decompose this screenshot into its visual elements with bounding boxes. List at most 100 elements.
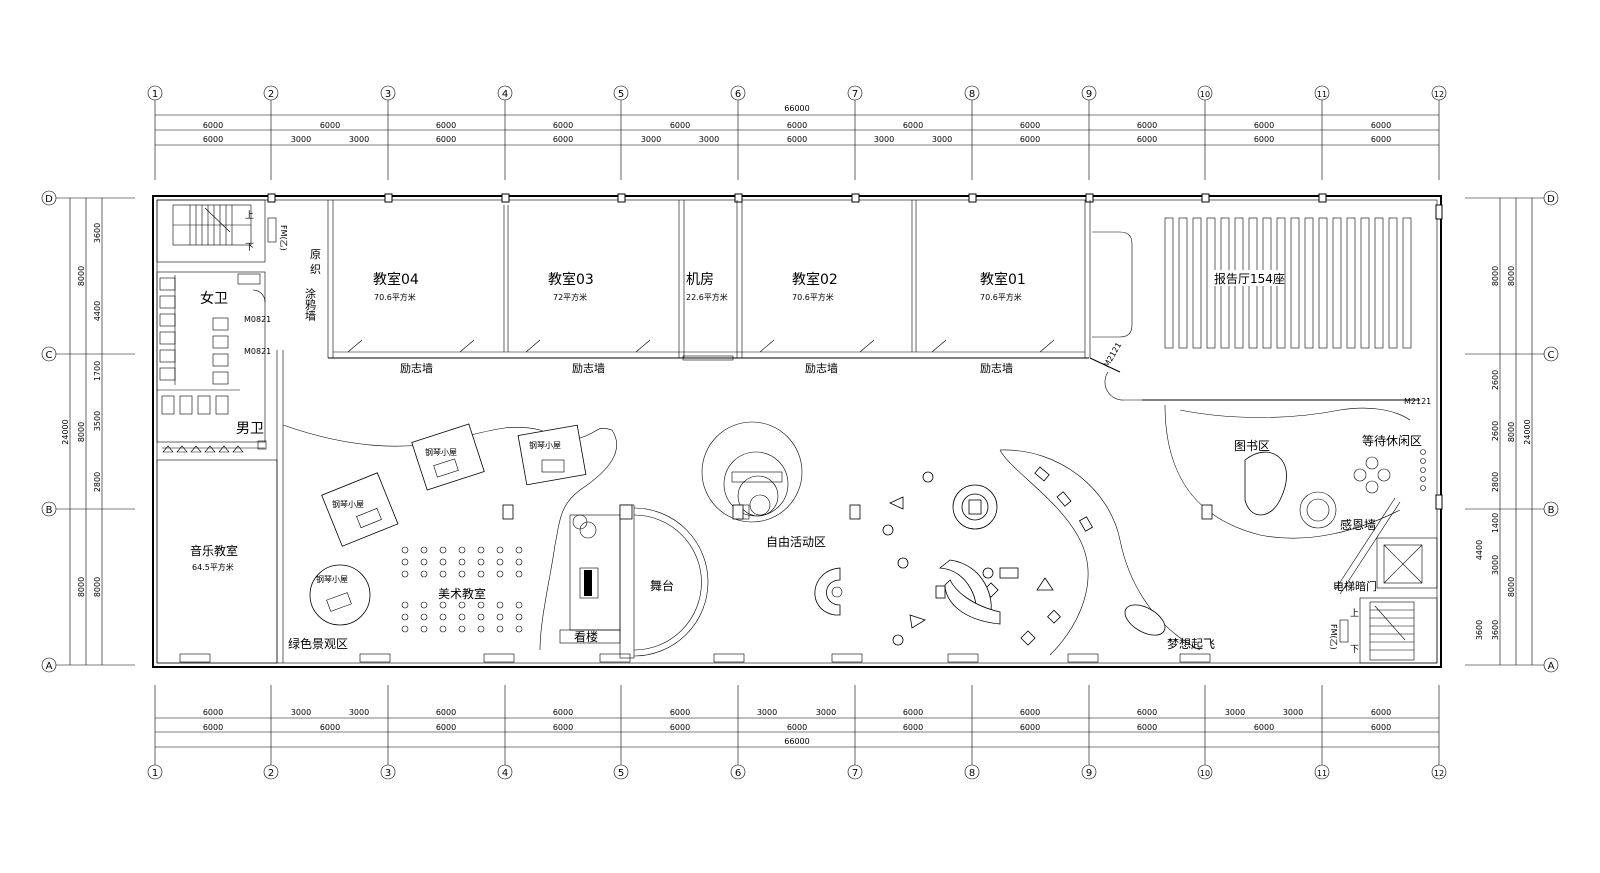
svg-text:D: D: [1547, 194, 1555, 205]
dim-left-total: 24000: [61, 419, 70, 444]
svg-text:C: C: [1548, 350, 1555, 361]
svg-text:4: 4: [502, 89, 508, 100]
right-axis-markers: D C B A: [1543, 190, 1559, 673]
svg-text:3000: 3000: [1283, 708, 1303, 717]
free-activity-label: 自由活动区: [766, 535, 826, 549]
svg-text:9: 9: [1086, 89, 1092, 100]
svg-text:3000: 3000: [1225, 708, 1245, 717]
svg-text:FM(乙): FM(乙): [1329, 624, 1338, 650]
svg-text:钢琴小屋: 钢琴小屋: [425, 447, 457, 457]
svg-text:M0821: M0821: [244, 347, 271, 356]
play-shapes: [502, 471, 1213, 646]
svg-text:6000: 6000: [553, 135, 573, 144]
svg-text:2800: 2800: [1491, 472, 1500, 492]
axis-marker-B: B: [41, 501, 57, 517]
svg-text:7: 7: [852, 768, 858, 779]
svg-text:6000: 6000: [203, 723, 223, 732]
svg-text:A: A: [46, 661, 53, 672]
dream-fly-label: 梦想起飞: [1167, 636, 1215, 651]
svg-text:6: 6: [735, 89, 741, 100]
axis-marker-2: 2: [263, 85, 279, 101]
svg-text:原: 原: [310, 248, 321, 261]
svg-text:1: 1: [152, 768, 158, 779]
round-pavilion: [701, 421, 803, 523]
axis-lines: [56, 100, 1544, 765]
svg-text:3: 3: [385, 768, 391, 779]
bottom-axis-markers: 1 2 3 4 5 6 7 8 9 10 11 12: [147, 764, 1447, 780]
axis-marker-5: 5: [613, 85, 629, 101]
svg-text:3600: 3600: [1475, 620, 1484, 640]
svg-text:6000: 6000: [1371, 135, 1391, 144]
svg-text:4400: 4400: [1475, 540, 1484, 560]
svg-text:A: A: [1548, 661, 1555, 672]
svg-text:2: 2: [268, 768, 274, 779]
svg-text:6000: 6000: [320, 723, 340, 732]
svg-text:3000: 3000: [699, 135, 719, 144]
svg-text:8000: 8000: [77, 266, 86, 286]
svg-text:70.6平方米: 70.6平方米: [374, 292, 416, 302]
library-area: 图书区 等待休闲区 感恩墙: [1164, 404, 1426, 595]
axis-marker-11: 11: [1314, 764, 1330, 780]
top-axis-markers: 1 2 3 4 5 6 7 8 9 10 11 12: [147, 85, 1447, 101]
svg-text:2800: 2800: [93, 472, 102, 492]
axis-marker-7: 7: [847, 85, 863, 101]
svg-text:2600: 2600: [1491, 421, 1500, 441]
svg-text:6000: 6000: [1020, 121, 1040, 130]
svg-text:6000: 6000: [670, 723, 690, 732]
male-toilet: 男卫: [157, 389, 267, 453]
axis-marker-A: A: [1543, 657, 1559, 673]
auditorium: 报告厅154座 M2121 M2121: [1092, 217, 1431, 406]
svg-text:6000: 6000: [436, 121, 456, 130]
svg-text:3000: 3000: [1491, 555, 1500, 575]
bottom-windows: [179, 653, 1211, 663]
right-dimensions: 24000 8000 8000 8000 8000 2600 2600 2800…: [1475, 198, 1533, 665]
classroom-block: 教室04 70.6平方米 教室03 72平方米 机房 22.6平方米 教室02 …: [304, 200, 1121, 375]
svg-text:3000: 3000: [291, 708, 311, 717]
svg-text:6000: 6000: [787, 723, 807, 732]
svg-text:6000: 6000: [1020, 708, 1040, 717]
top-dimensions: 66000 6000 6000 6000 6000 6000 6000 6000…: [155, 104, 1439, 146]
svg-text:8000: 8000: [1491, 266, 1500, 286]
svg-text:钢琴小屋: 钢琴小屋: [332, 499, 364, 509]
axis-marker-4: 4: [497, 85, 513, 101]
svg-text:6000: 6000: [1137, 135, 1157, 144]
machine-room-label: 机房: [686, 272, 714, 288]
left-dimensions: 24000 8000 8000 8000 3600 4400 1700 3500…: [61, 198, 103, 665]
elevator-label: 电梯暗门: [1333, 579, 1377, 593]
stage: 舞台: [619, 504, 709, 659]
svg-text:8000: 8000: [1507, 422, 1516, 442]
axis-marker-3: 3: [380, 85, 396, 101]
left-axis-markers: D C B A: [41, 190, 57, 673]
elevator-and-stair: 电梯暗门 上 下 FM(乙): [1329, 537, 1438, 664]
svg-text:上: 上: [1350, 608, 1359, 619]
svg-text:3500: 3500: [93, 411, 102, 431]
svg-text:6000: 6000: [903, 723, 923, 732]
svg-text:3000: 3000: [291, 135, 311, 144]
axis-marker-11: 11: [1314, 85, 1330, 101]
svg-text:2600: 2600: [1491, 370, 1500, 390]
svg-text:6: 6: [735, 768, 741, 779]
axis-marker-7: 7: [847, 764, 863, 780]
classroom02-label: 教室02: [792, 271, 838, 288]
svg-text:6000: 6000: [1137, 708, 1157, 717]
svg-text:6000: 6000: [903, 708, 923, 717]
svg-text:10: 10: [1200, 769, 1210, 778]
svg-text:6000: 6000: [1137, 723, 1157, 732]
svg-text:3000: 3000: [816, 708, 836, 717]
svg-text:8000: 8000: [1507, 266, 1516, 286]
svg-text:M2121: M2121: [1404, 397, 1431, 406]
female-toilet: 女卫 M0821 M0821: [156, 271, 271, 443]
axis-marker-6: 6: [730, 764, 746, 780]
svg-text:6000: 6000: [553, 723, 573, 732]
svg-text:6000: 6000: [203, 708, 223, 717]
svg-text:3600: 3600: [93, 223, 102, 243]
svg-text:11: 11: [1317, 90, 1327, 99]
male-wc-label: 男卫: [236, 421, 264, 437]
svg-text:钢琴小屋: 钢琴小屋: [316, 574, 348, 584]
axis-marker-10: 10: [1197, 764, 1213, 780]
svg-text:1: 1: [152, 89, 158, 100]
svg-text:6000: 6000: [787, 135, 807, 144]
axis-marker-3: 3: [380, 764, 396, 780]
svg-text:72平方米: 72平方米: [553, 292, 587, 302]
svg-text:3000: 3000: [349, 708, 369, 717]
